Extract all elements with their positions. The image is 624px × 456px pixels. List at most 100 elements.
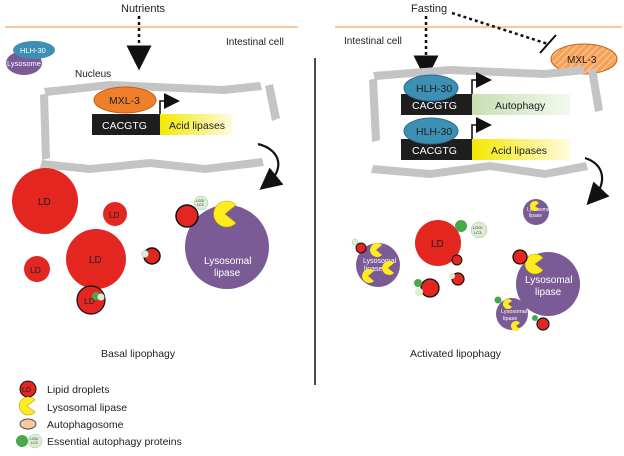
nucleus-label: Nucleus <box>75 69 111 80</box>
lgg-lc3-icon <box>27 433 43 449</box>
lgg-lc3-badge-label: LGG/ <box>473 225 483 230</box>
lysosomal-lipase-label-small: lipase <box>529 213 542 219</box>
cacgtg-box-right-2 <box>401 139 472 160</box>
nucleus-envelope-left <box>40 81 280 173</box>
lysosomal-lipase-pacman <box>530 200 539 212</box>
autophagy-protein-dot <box>141 250 149 258</box>
autophagy-protein-dot <box>449 273 455 279</box>
lysosomal-lipase-pacman <box>362 269 374 283</box>
acid-lipases-label-left: Acid lipases <box>169 120 225 132</box>
ld-label: LD <box>89 255 102 266</box>
legend-label-lipid-droplets: Lipid droplets <box>47 384 109 396</box>
lipid-droplet-icon-text: LD <box>22 387 31 394</box>
activated-lipophagy-caption: Activated lipophagy <box>410 348 502 360</box>
transcription-arrow-right-2 <box>471 117 492 139</box>
cacgtg-box-left <box>92 114 160 135</box>
lysosomal-lipase-label-small: Lysosomal <box>501 309 527 315</box>
lysosomal-lipase-pacman <box>503 299 512 309</box>
autophagy-protein-dot <box>532 315 538 321</box>
inhibition-bar <box>539 34 557 54</box>
ld-label: LD <box>38 197 51 208</box>
lgg-lc3-badge-label: LC3 <box>197 203 203 207</box>
lgg-lc3-icon-text: LGG/ <box>30 437 38 441</box>
ld-label: LD <box>84 296 95 306</box>
autophagy-gene-label: Autophagy <box>495 100 546 112</box>
autophagy-protein-dot <box>494 296 502 304</box>
lipid-droplet <box>12 168 78 234</box>
lysosomal-lipase-pacman <box>524 253 544 275</box>
lysosomal-lipase-label-left: Lysosomal <box>204 256 251 267</box>
left-panel: Nutrients Intestinal cell Lysosome HLH-3… <box>5 3 298 360</box>
nutrients-label: Nutrients <box>121 3 166 15</box>
lgg-lc3-badge <box>193 195 209 211</box>
legend: LD Lipid droplets Lysosomal lipase Autop… <box>16 380 182 449</box>
hlh30-cytoplasmic-label: HLH-30 <box>20 46 46 55</box>
lipid-droplet <box>24 256 50 282</box>
lipid-droplet <box>355 242 367 254</box>
legend-label-autophagy-proteins: Essential autophagy proteins <box>47 436 182 448</box>
transcription-arrow-left <box>159 93 180 114</box>
lysosome-large <box>185 205 269 289</box>
lysosomal-lipase-label-small: Lysosomal <box>527 207 551 213</box>
acid-lipases-gene-right <box>472 139 570 160</box>
acid-lipases-gene-left <box>160 114 232 135</box>
legend-label-autophagosome: Autophagosome <box>47 419 124 431</box>
autophagy-protein-dot <box>455 220 467 232</box>
lysosomal-lipase-label-left: lipase <box>214 268 241 279</box>
lipid-droplet <box>103 202 127 226</box>
acid-lipases-label-right: Acid lipases <box>491 145 547 157</box>
autophagy-proteins-icon <box>16 435 28 447</box>
lysosome-label: Lysosome <box>7 59 41 68</box>
lysosomal-lipase-icon <box>18 396 36 416</box>
curved-arrow-left <box>257 142 284 190</box>
mxl3-nuclear-label: MXL-3 <box>109 95 140 107</box>
hlh30-nuclear-label-1: HLH-30 <box>416 83 452 95</box>
fasting-label: Fasting <box>411 3 447 15</box>
lipid-droplet <box>66 229 126 289</box>
lipid-droplet <box>512 249 528 265</box>
hlh30-cytoplasmic <box>13 41 55 59</box>
intestinal-cell-label-right: Intestinal cell <box>344 36 402 47</box>
lysosomal-lipase-label-right: Lysosomal <box>525 275 572 286</box>
nucleus-envelope-right <box>369 66 603 178</box>
lysosomal-lipase-label-small: lipase <box>503 316 517 322</box>
hlh30-nuclear-label-2: HLH-30 <box>416 126 452 138</box>
autophagy-protein-dot <box>351 238 359 246</box>
mxl3-cytoplasmic-label: MXL-3 <box>567 55 597 66</box>
lipid-droplet <box>175 204 199 228</box>
lgg-lc3-badge-label: LGG/ <box>196 199 204 203</box>
autophagy-gene <box>472 94 570 115</box>
lipid-droplets-left: LD LD LD LD LD <box>12 168 161 315</box>
autophagy-protein-dot <box>451 254 463 266</box>
legend-label-lysosomal-lipase: Lysosomal lipase <box>47 402 127 414</box>
lysosome-small <box>523 199 549 225</box>
curved-arrow-right <box>584 156 610 206</box>
basal-lipophagy-caption: Basal lipophagy <box>101 348 176 360</box>
lysosomal-lipase-pacman <box>510 320 520 331</box>
cacgtg-label-left: CACGTG <box>102 120 147 132</box>
mxl3-nuclear <box>93 86 157 114</box>
intestinal-cell-label-left: Intestinal cell <box>226 37 284 48</box>
fasting-inhibition-line <box>451 11 549 46</box>
lipid-droplet <box>415 220 461 266</box>
cacgtg-label-right-2: CACGTG <box>412 145 457 157</box>
lysosomal-lipase-label-right: lipase <box>535 287 562 298</box>
lgg-lc3-icon-text: LC3 <box>31 441 37 445</box>
hlh30-nuclear-2 <box>403 117 459 145</box>
ld-label: LD <box>431 239 444 250</box>
lysosomal-lipase-label-medium: lipase <box>364 266 382 273</box>
lysosomal-lipase-pacman <box>382 260 394 275</box>
lipid-droplet <box>420 278 440 298</box>
lipid-droplet <box>536 317 550 331</box>
autophagy-protein-dot <box>97 293 105 301</box>
cacgtg-label-right-1: CACGTG <box>412 100 457 112</box>
autophagy-protein-dot <box>415 288 423 296</box>
lysosomal-lipase-label-medium: Lysosomal <box>363 258 397 265</box>
right-panel: Fasting MXL-3 Intestinal cell Autophagy … <box>335 3 622 360</box>
lysosomal-lipase-pacman <box>213 200 237 228</box>
transcription-arrow-right-1 <box>471 72 492 94</box>
autophagy-protein-dot <box>414 279 422 287</box>
lgg-lc3-badge-label: LC3 <box>474 230 482 235</box>
